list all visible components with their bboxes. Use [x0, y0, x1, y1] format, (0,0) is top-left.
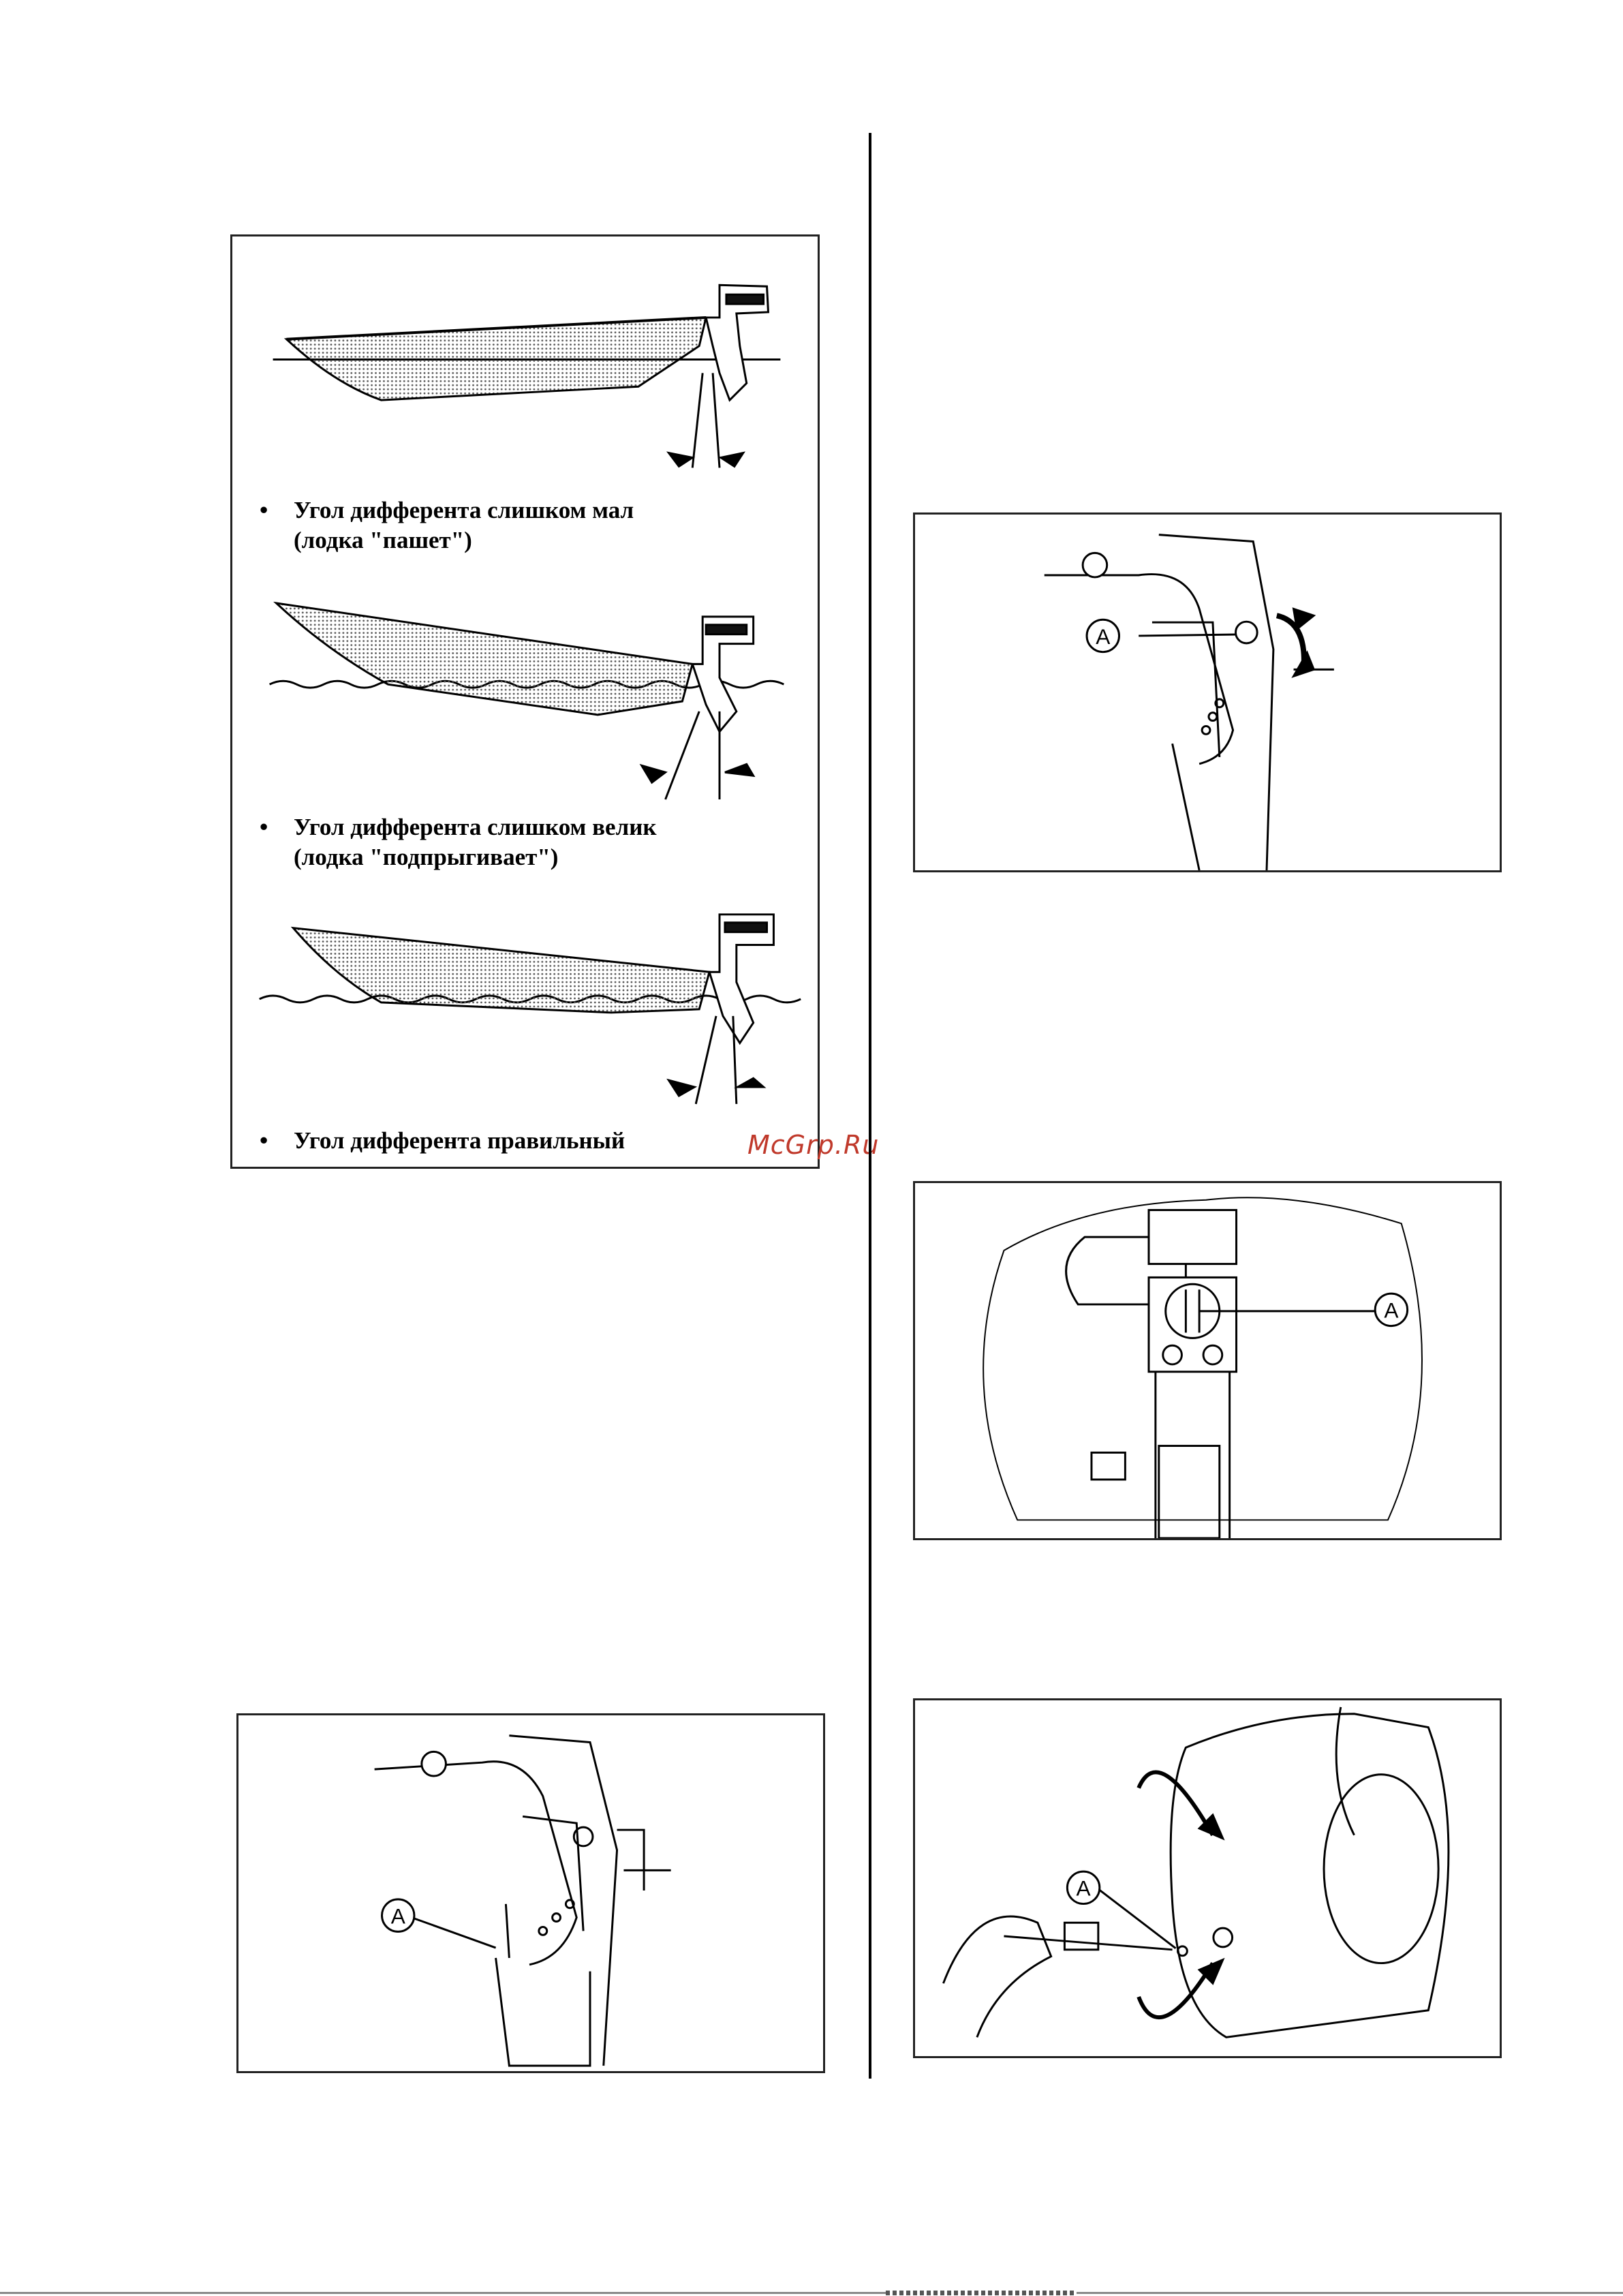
caption-line: Угол дифферента слишком мал [294, 495, 634, 525]
bracket-illustration: A [915, 515, 1500, 870]
boat-bow-low [273, 285, 781, 468]
trim-bolt-figure: A [913, 512, 1502, 872]
grip-friction-figure: A [913, 1698, 1502, 2058]
column-divider [869, 133, 871, 2079]
handle-illustration: A [915, 1700, 1500, 2056]
caption-line: Угол дифферента слишком велик [294, 812, 657, 842]
callout-label: A [1077, 1876, 1092, 1901]
callout-label: A [1096, 624, 1111, 649]
trim-angle-figure: • Угол дифферента слишком мал (лодка "па… [230, 234, 820, 1169]
trim-angle-illustration [232, 236, 818, 1167]
callout-label: A [391, 1903, 406, 1928]
boat-bow-high [270, 603, 784, 799]
adjust-screw-figure: A [913, 1181, 1502, 1540]
bracket-illustration: A [238, 1715, 823, 2071]
page-bottom-rule [0, 2292, 1623, 2294]
cowling-illustration: A [915, 1183, 1500, 1538]
callout-label: A [1384, 1298, 1399, 1323]
caption-trim-correct: • Угол дифферента правильный [294, 1126, 625, 1156]
boat-correct-trim [260, 915, 801, 1104]
watermark: McGrp.Ru [747, 1130, 879, 1160]
caption-line: (лодка "подпрыгивает") [294, 842, 657, 872]
caption-line: (лодка "пашет") [294, 525, 634, 555]
caption-line: Угол дифферента правильный [294, 1126, 625, 1156]
caption-trim-too-high: • Угол дифферента слишком велик (лодка "… [294, 812, 657, 872]
caption-trim-too-low: • Угол дифферента слишком мал (лодка "па… [294, 495, 634, 555]
tilt-pin-figure: A [236, 1713, 825, 2073]
